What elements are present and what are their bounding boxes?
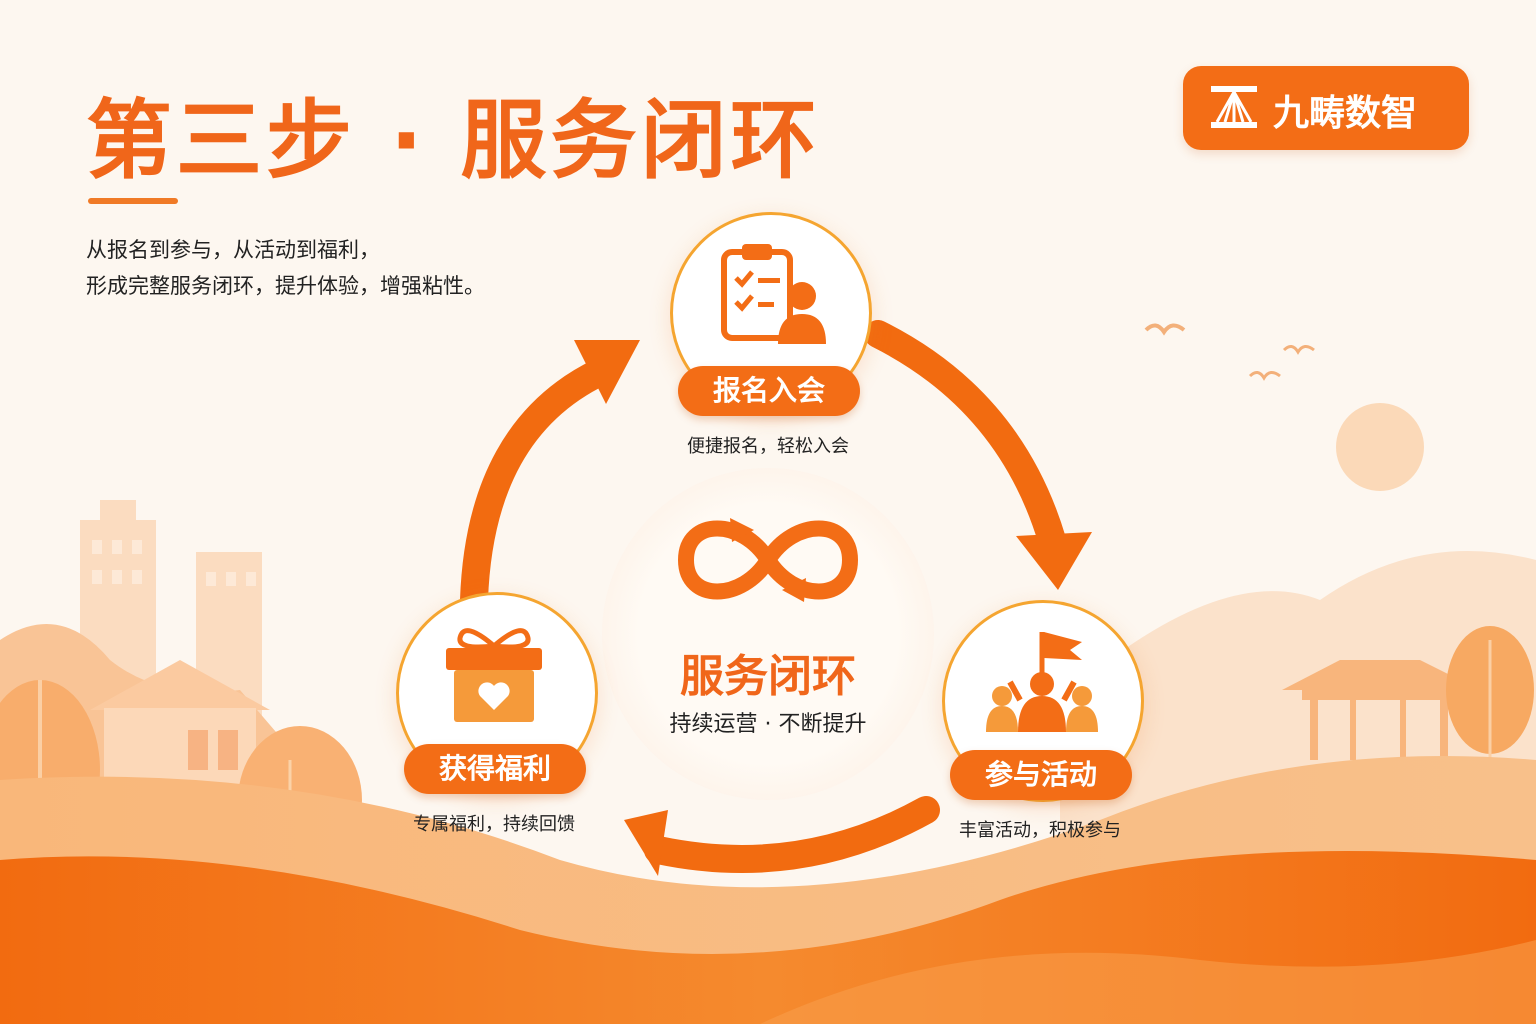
center-hub (602, 468, 934, 800)
cycle-arrows (460, 320, 1092, 876)
infinity-loop-icon (677, 518, 859, 602)
center-title: 服务闭环 (680, 651, 856, 702)
arrow-left-to-top (460, 358, 614, 614)
center-subtitle: 持续运营 · 不断提升 (669, 712, 867, 737)
bird (1248, 371, 1281, 381)
subtitle-line: 形成完整服务闭环，提升体验，增强粘性。 (86, 274, 485, 298)
bird (1144, 323, 1186, 336)
step-desc-benefit: 专属福利，持续回馈 (413, 814, 575, 835)
arrowhead (1016, 532, 1092, 590)
page-title: 第三步 · 服务闭环 (86, 91, 821, 191)
arrowhead (624, 810, 668, 876)
page-subtitle: 从报名到参与，从活动到福利， 形成完整服务闭环，提升体验，增强粘性。 (86, 232, 485, 304)
gift-heart-icon (446, 628, 542, 722)
brand-name: 九畴数智 (1273, 93, 1418, 134)
brand-mark-icon (1211, 86, 1257, 128)
arrowhead (574, 340, 640, 404)
clipboard-user-icon (721, 244, 826, 344)
step-desc-signup: 便捷报名，轻松入会 (687, 436, 849, 457)
flag-people-icon (986, 632, 1098, 732)
pavilion (1282, 660, 1480, 760)
step-desc-activity: 丰富活动，积极参与 (959, 820, 1121, 841)
title-underline (88, 198, 178, 204)
step-label-benefit: 获得福利 (404, 744, 586, 794)
arrow-right-to-left (644, 796, 940, 873)
arrow-top-to-right (864, 320, 1066, 554)
step-label-signup: 报名入会 (678, 366, 860, 416)
sun (1336, 403, 1424, 491)
step-label-activity: 参与活动 (950, 750, 1132, 800)
brand-logo: 九畴数智 (1183, 66, 1469, 150)
subtitle-line: 从报名到参与，从活动到福利， (86, 238, 380, 262)
bird (1282, 345, 1315, 355)
hill-front-light (760, 940, 1536, 1024)
